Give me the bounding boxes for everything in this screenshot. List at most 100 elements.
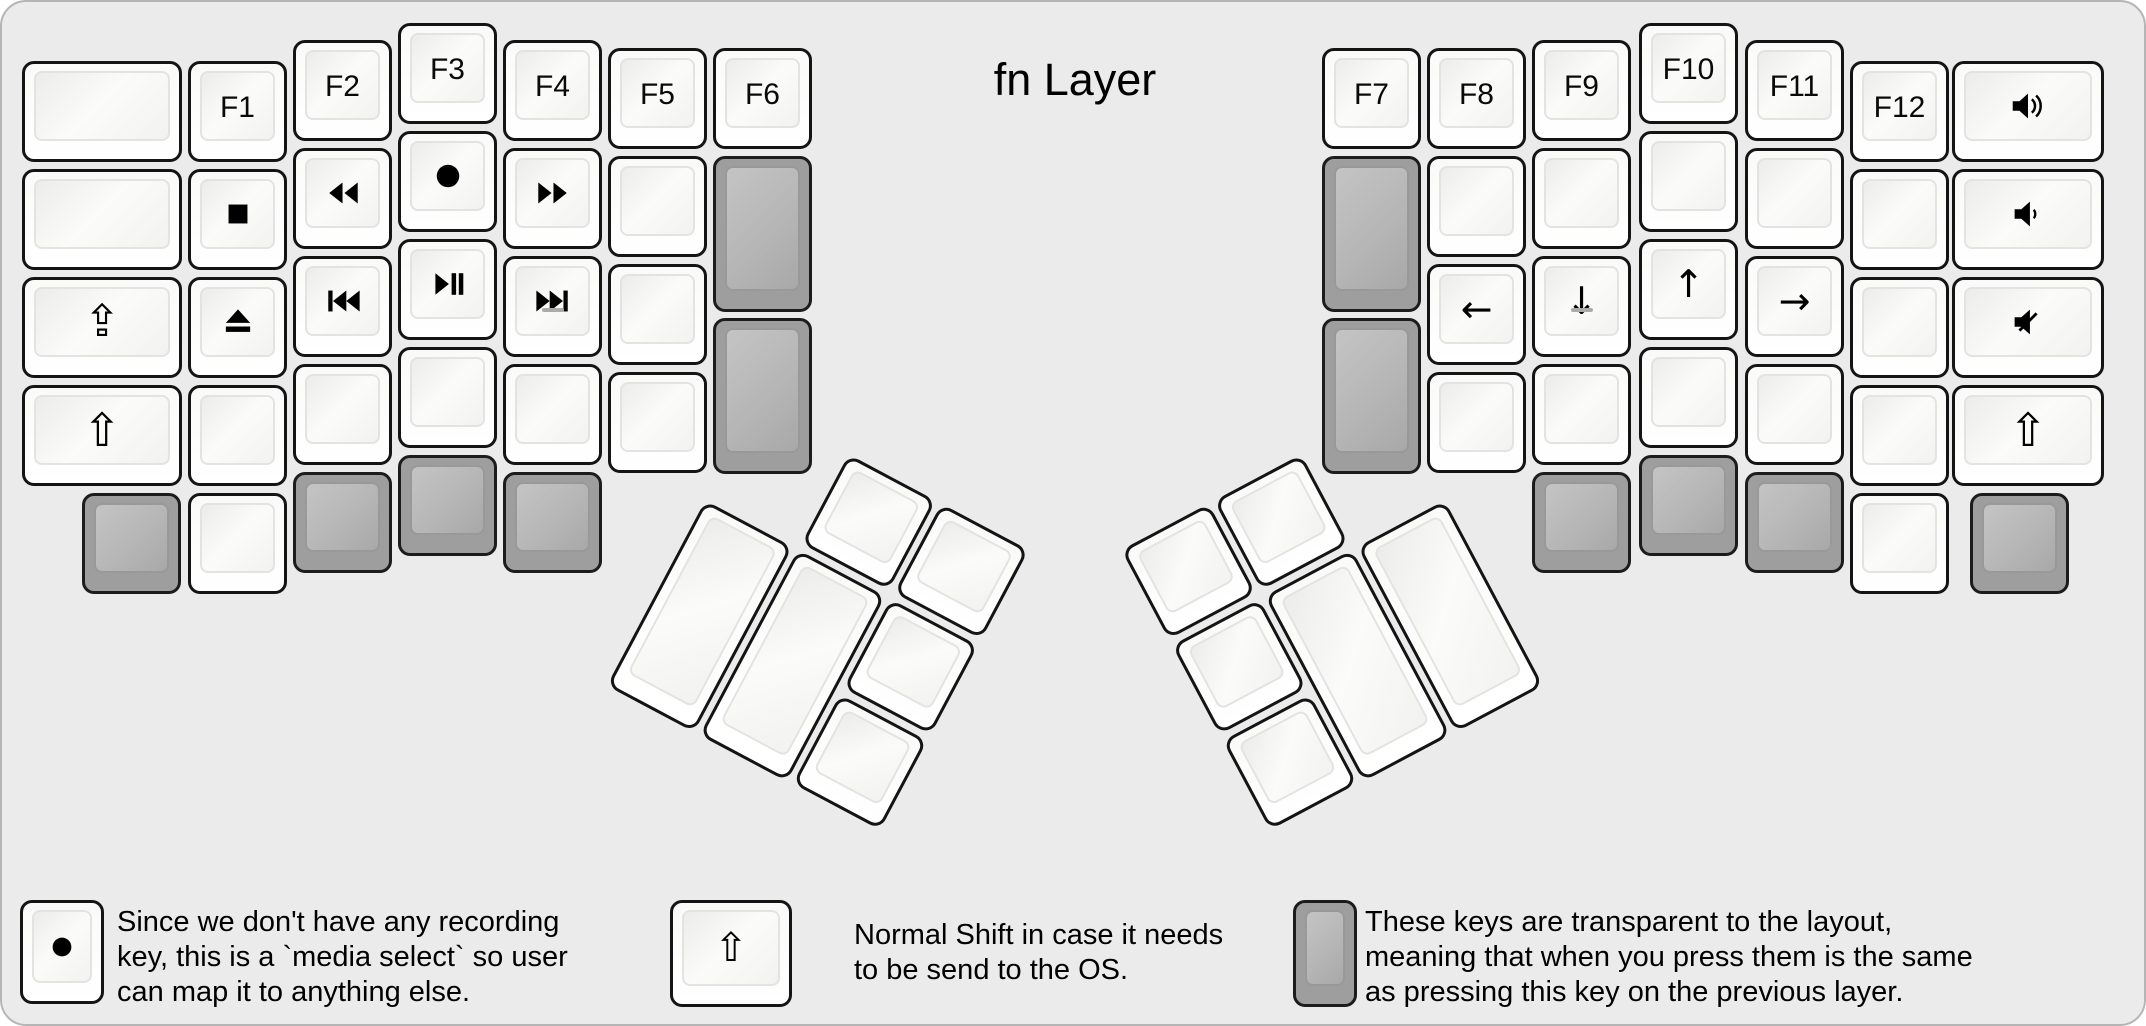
key-blank[interactable]: [503, 364, 602, 465]
key-transparent[interactable]: [713, 156, 812, 312]
key-f4[interactable]: F4: [503, 40, 602, 141]
key-f10[interactable]: F10: [1639, 23, 1738, 124]
keycap: F11: [1757, 50, 1832, 120]
key-transparent[interactable]: [398, 455, 497, 556]
key-next-track[interactable]: [503, 256, 602, 357]
keycap: [1136, 518, 1236, 616]
arrow-up-icon: ↑: [1672, 262, 1705, 306]
key-transparent[interactable]: [1322, 318, 1421, 474]
key-record[interactable]: [398, 131, 497, 232]
keycap: [1651, 357, 1726, 427]
key-prev-track[interactable]: [293, 256, 392, 357]
key-transparent[interactable]: [1322, 156, 1421, 312]
keycap: ↓: [1544, 266, 1619, 336]
key-fast-forward[interactable]: [503, 148, 602, 249]
keycap: F1: [200, 71, 275, 141]
key-transparent[interactable]: [1532, 472, 1631, 573]
key-blank[interactable]: [1639, 131, 1738, 232]
key-blank[interactable]: [1639, 347, 1738, 448]
key-shift[interactable]: ⇧: [1952, 385, 2104, 486]
key-transparent[interactable]: [1745, 472, 1844, 573]
key-transparent[interactable]: [713, 318, 812, 474]
key-caps-lock[interactable]: ⇪: [22, 277, 182, 378]
keycap: →: [1757, 266, 1832, 336]
key-blank[interactable]: [293, 364, 392, 465]
key-f6[interactable]: F6: [713, 48, 812, 149]
key-blank[interactable]: [608, 264, 707, 365]
keycap: F10: [1651, 33, 1726, 103]
key-blank[interactable]: [608, 156, 707, 257]
keycap: F9: [1544, 50, 1619, 120]
key-label: F10: [1662, 53, 1715, 86]
key-f12[interactable]: F12: [1850, 61, 1949, 162]
keycap: [1862, 179, 1937, 249]
key-blank[interactable]: [1850, 385, 1949, 486]
keycap: F7: [1334, 58, 1409, 128]
prev-track-icon: [324, 282, 362, 320]
key-transparent[interactable]: [503, 472, 602, 573]
key-volume-down[interactable]: [1952, 169, 2104, 270]
key-f11[interactable]: F11: [1745, 40, 1844, 141]
key-transparent[interactable]: [1970, 493, 2069, 594]
key-blank[interactable]: [1427, 156, 1526, 257]
keycap: F5: [620, 58, 695, 128]
keycap: [914, 518, 1014, 616]
key-play-pause[interactable]: [398, 239, 497, 340]
key-blank[interactable]: [608, 372, 707, 473]
keycap: [515, 482, 590, 552]
key-eject[interactable]: [188, 277, 287, 378]
key-shift[interactable]: ⇧: [22, 385, 182, 486]
key-blank[interactable]: [398, 347, 497, 448]
key-f9[interactable]: F9: [1532, 40, 1631, 141]
arrow-left-icon: ←: [1460, 287, 1493, 331]
key-blank[interactable]: [1850, 493, 1949, 594]
key-volume-up[interactable]: [1952, 61, 2104, 162]
keycap: [32, 910, 92, 983]
key-blank[interactable]: [1427, 372, 1526, 473]
legend-text: Since we don't have any recording key, t…: [117, 906, 568, 1008]
keycap: [515, 266, 590, 336]
key-transparent[interactable]: [82, 493, 181, 594]
key-f7[interactable]: F7: [1322, 48, 1421, 149]
key-rewind[interactable]: [293, 148, 392, 249]
page-title: fn Layer: [993, 54, 1157, 105]
key-blank[interactable]: [1745, 364, 1844, 465]
keycap: [515, 158, 590, 228]
keycap: [1439, 382, 1514, 452]
arrow-down-icon: ↓: [1565, 279, 1598, 323]
key-blank[interactable]: [22, 169, 182, 270]
key-blank[interactable]: [1850, 169, 1949, 270]
key-f1[interactable]: F1: [188, 61, 287, 162]
next-track-icon: [534, 282, 572, 320]
key-transparent[interactable]: [1639, 455, 1738, 556]
key-f2[interactable]: F2: [293, 40, 392, 141]
key-f3[interactable]: F3: [398, 23, 497, 124]
key-blank[interactable]: [22, 61, 182, 162]
keycap: ⇧: [682, 910, 780, 986]
key-f5[interactable]: F5: [608, 48, 707, 149]
key-blank[interactable]: [1850, 277, 1949, 378]
keycap: [813, 708, 913, 806]
keycap: F12: [1862, 71, 1937, 141]
key-arrow-right[interactable]: →: [1745, 256, 1844, 357]
key-f8[interactable]: F8: [1427, 48, 1526, 149]
record-small-icon: [47, 932, 77, 962]
key-stop[interactable]: [188, 169, 287, 270]
key-blank[interactable]: [1532, 364, 1631, 465]
fast-forward-icon: [534, 174, 572, 212]
key-blank[interactable]: [1745, 148, 1844, 249]
key-blank[interactable]: [1532, 148, 1631, 249]
keycap: [410, 249, 485, 319]
key-arrow-left[interactable]: ←: [1427, 264, 1526, 365]
key-label: F2: [324, 70, 360, 103]
key-blank[interactable]: [188, 493, 287, 594]
key-blank[interactable]: [188, 385, 287, 486]
key-transparent[interactable]: [293, 472, 392, 573]
key-mute[interactable]: [1952, 277, 2104, 378]
key-arrow-up[interactable]: ↑: [1639, 239, 1738, 340]
keycap: ←: [1439, 274, 1514, 344]
keycap: F6: [725, 58, 800, 128]
keycap: [1229, 468, 1329, 566]
key-arrow-down[interactable]: ↓: [1532, 256, 1631, 357]
key-transparent-sample: [1293, 900, 1357, 1007]
